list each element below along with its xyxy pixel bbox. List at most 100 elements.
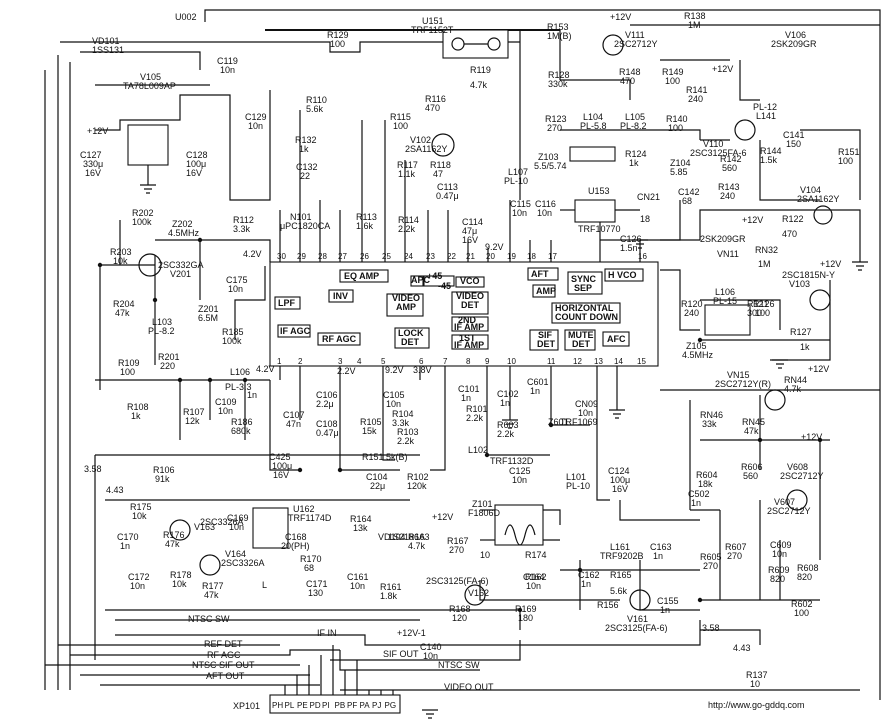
label-plus12v-h: +12V [808,364,829,374]
label-l161: L161 [610,542,630,552]
label-r112: R112 [233,215,254,225]
label-v92b: 9.2V [385,365,404,375]
ic-block-amp: AMP [536,286,556,296]
label-l101: L101 [566,472,586,482]
label-l104-val: PL-5.8 [580,121,607,131]
label-r132: R132 [295,135,317,145]
label-r115-val: 100 [393,121,408,131]
label-l106b-val: PL-3.3 [225,382,252,392]
label-c101: C101 [458,384,480,394]
label-l106: L106 [715,287,735,297]
component-labels: U002VD1011SS131V105TA78L009AP+12VC127330… [80,11,860,711]
label-c163-val: 1n [653,551,663,561]
ic-pin-bottom-11: 11 [547,357,556,366]
label-v105-type: TA78L009AP [123,81,176,91]
label-r102: R102 [407,472,429,482]
label-cn09: CN09 [575,399,598,409]
label-r174-val: 10 [480,550,490,560]
label-c114: C114 [462,217,483,227]
label-c172-val: 10n [130,581,145,591]
label-r168-val: 120 [452,613,467,623]
label-r102-val: 120k [407,481,427,491]
label-v201-type: 2SC332GA [158,260,204,270]
label-c127-val2: 16V [85,168,101,178]
label-v111: V111 [625,30,645,40]
label-r116: R116 [425,94,446,104]
ic-block-horiz2: COUNT DOWN [555,312,618,322]
ic-block-video-det: VIDEO [456,291,484,301]
label-r141-val: 240 [688,94,703,104]
label-r175-val: 10k [132,511,147,521]
label-v104: V104 [800,185,821,195]
label-r186: R186 [231,417,253,427]
label-r167-val: 270 [449,545,464,555]
label-ic-1n: 1n [247,390,257,400]
label-r107-val: 12k [185,416,200,426]
ic-pin-bottom-2: 2 [298,357,303,366]
label-r109-val: 100 [120,367,135,377]
label-c104: C104 [366,472,388,482]
ic-pin-top-18: 18 [527,252,536,261]
label-c108: C108 [316,419,338,429]
label-v163-type: 2SC3326A [200,517,244,527]
label-r108: R108 [127,402,149,412]
label-cn21-val: 18 [640,214,650,224]
label-z104-val: 5.85 [670,167,688,177]
label-c125-val: 10n [512,475,527,485]
trf10770-body [574,199,616,223]
ic-pin-top-22: 22 [447,252,456,261]
label-c162: C162 [578,570,600,580]
ic-pin-bottom-4: 4 [357,357,362,366]
label-c155: C155 [657,596,679,606]
label-r115: R115 [390,112,411,122]
label-l161-val: TRF9202B [600,551,644,561]
label-cn09-val: 10n [578,408,593,418]
label-r127: R127 [790,327,812,337]
label-v608: V608 [787,462,808,472]
label-r153-val: 1M(B) [547,31,572,41]
saw-filter-z101 [494,504,544,546]
label-c124-val2: 16V [612,484,628,494]
label-z103-val: 5.5/5.74 [534,161,567,171]
label-vn15-type: 2SC2712Y(R) [715,379,771,389]
label-c116: C116 [535,199,556,209]
ic-pin-bottom-13: 13 [594,357,603,366]
ic-pin-bottom-5: 5 [381,357,386,366]
ic-pin-bottom-10: 10 [507,357,516,366]
ic-block-aft: AFT [531,269,549,279]
label-vn15-a: 2SC1815N-Y [782,270,835,280]
ic-pin-bottom-7: 7 [443,357,448,366]
label-z104: Z104 [670,158,691,168]
label-r105: R105 [360,417,382,427]
label-cn21: CN21 [637,192,660,202]
label-r176-val: 47k [165,539,180,549]
label-r107: R107 [183,407,205,417]
label-r144: R144 [760,146,782,156]
label-v92: 9.2V [485,242,504,252]
label-aft-out: AFT OUT [206,671,245,681]
label-r151: R151 [838,147,860,157]
label-l103-val: PL-8.2 [148,326,175,336]
label-plus12v-i: +12V [801,432,822,442]
label-c502: C502 [688,489,710,499]
label-r164: R164 [350,514,372,524]
label-c425-val2: 16V [273,470,289,480]
connector-pin-pg: PG [385,701,397,710]
ic-pin-top-23: 23 [426,252,435,261]
label-c114-val2: 16V [462,235,478,245]
label-c127: C127 [80,150,102,160]
label-r120: R120 [681,299,703,309]
label-plus12v-f: +12V [432,512,453,522]
label-r140-val: 100 [668,123,683,133]
label-r148: R148 [619,67,641,77]
label-r153: R153 [547,22,569,32]
label-v103: V103 [789,279,810,289]
label-r605-val: 270 [703,561,718,571]
label-r106-val: 91k [155,474,170,484]
label-r603-val: 2.2k [497,429,515,439]
label-u153: U153 [588,186,610,196]
label-c101-val: 1n [461,393,471,403]
label-r110-val: 5.6k [306,104,324,114]
label-c132-val: 22 [300,171,310,181]
